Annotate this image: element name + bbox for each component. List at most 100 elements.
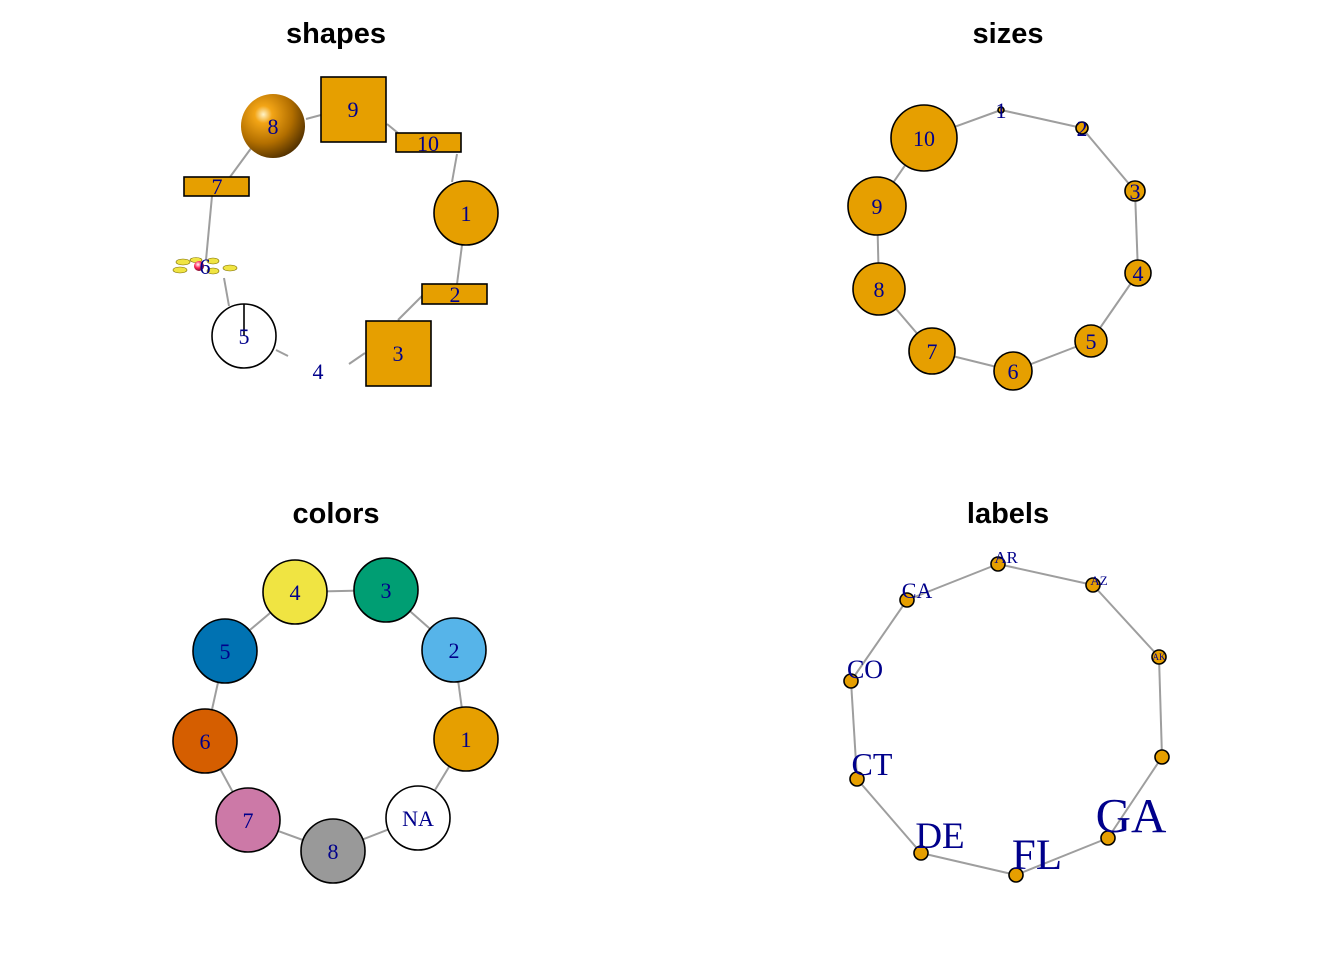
vertex-circle: [433, 180, 499, 246]
vertex-rectangle: [421, 283, 488, 305]
panel-title-shapes: shapes: [286, 18, 386, 50]
edge: [850, 680, 858, 780]
vertex-node: 5: [211, 303, 277, 369]
vertex-label: AZ: [1090, 573, 1107, 588]
vertex-circle: [990, 556, 1006, 572]
vertex-circle: [433, 706, 499, 772]
vertex-label: 3: [393, 341, 404, 366]
vertex-node: DE: [913, 816, 965, 861]
edge: [205, 195, 213, 261]
vertex-label: 3: [1130, 179, 1141, 204]
vertex-node: 4: [262, 559, 328, 625]
vertex-circle: [1085, 577, 1101, 593]
vertex-label: 6: [1008, 359, 1019, 384]
vertex-node: FL: [1008, 832, 1062, 883]
edge: [456, 244, 463, 285]
panel-title-sizes: sizes: [973, 18, 1044, 50]
edge: [386, 123, 399, 134]
star-petal: [206, 267, 220, 275]
vertex-node: CO: [843, 655, 883, 689]
vertex-circle: [899, 592, 915, 608]
edges: [850, 563, 1163, 876]
vertex-circle: [997, 106, 1005, 114]
vertex-node: AR: [990, 548, 1018, 572]
vertex-label: 9: [872, 194, 883, 219]
vertex-label: 9: [348, 97, 359, 122]
vertex-node: 10: [890, 104, 958, 172]
vertex-circle: [908, 327, 956, 375]
edge: [997, 563, 1094, 586]
panel-title-labels: labels: [967, 498, 1049, 530]
star-petal: [222, 264, 238, 272]
vertex-circle: [262, 559, 328, 625]
edge: [920, 852, 1017, 876]
edge: [348, 352, 366, 365]
vertex-node: AZ: [1085, 573, 1108, 593]
vertex-label: 10: [417, 131, 439, 156]
vertex-circle: [847, 176, 907, 236]
panel-colors: colors 1 2 3: [172, 498, 499, 884]
edges: [205, 114, 463, 365]
vertex-label: 4: [313, 359, 324, 384]
panel-shapes: shapes 1 2 3: [172, 18, 499, 387]
vertex-circle: [353, 557, 419, 623]
vertex-circle: [385, 785, 451, 851]
vertex-circle: [852, 262, 906, 316]
vertex-node: 5: [192, 618, 258, 684]
star-petal: [206, 257, 220, 265]
vertices: 1 2 3 4 5 6 7: [172, 557, 499, 884]
vertex-node: 7: [908, 327, 956, 375]
vertex-node: 8: [300, 818, 366, 884]
vertex-label: 1: [461, 727, 472, 752]
vertex-node: 8: [852, 262, 906, 316]
vertex-label: 1: [461, 201, 472, 226]
vertex-circle: [172, 708, 238, 774]
vertex-label: 2: [449, 638, 460, 663]
vertex-label: GA: [1096, 788, 1167, 843]
vertex-label: 8: [874, 277, 885, 302]
vertex-circle: [300, 818, 366, 884]
edge: [305, 114, 322, 120]
vertex-label: DE: [915, 816, 964, 857]
vertex-label: 7: [212, 174, 223, 199]
vertex-label: FL: [1012, 832, 1062, 879]
vertex-rectangle: [395, 132, 462, 153]
vertex-node: 2: [1075, 116, 1089, 141]
vertex-label: CA: [902, 578, 933, 603]
vertex-label: 3: [381, 578, 392, 603]
vertex-node: 3: [365, 320, 432, 387]
vertex-node: 10: [395, 131, 462, 156]
vertex-label: AR: [994, 548, 1018, 567]
edge: [1092, 584, 1160, 658]
panel-labels: labels AK AZ: [843, 498, 1170, 883]
vertex-circle: [913, 845, 929, 861]
vertex-circle: [1100, 830, 1116, 846]
vertex-label: CT: [852, 746, 893, 782]
vertex-circle: [1154, 749, 1170, 765]
vertex-label: 5: [239, 324, 250, 349]
vertex-label: AK: [1153, 652, 1166, 662]
vertex-node: 9: [847, 176, 907, 236]
vertex-label: 8: [268, 114, 279, 139]
vertex-label: 6: [200, 729, 211, 754]
vertex-label: CO: [847, 655, 883, 684]
vertex-circle: [421, 617, 487, 683]
edge: [1107, 756, 1163, 839]
vertex-node: 2: [421, 282, 488, 307]
star-center: [194, 261, 204, 271]
vertex-label: 7: [927, 339, 938, 364]
vertex-circle: [1008, 867, 1024, 883]
vertex-circle: [1124, 259, 1152, 287]
vertex-label: 10: [913, 126, 935, 151]
vertex-circle: [1151, 649, 1167, 665]
panel-sizes: sizes 1 2 3: [847, 18, 1152, 391]
vertex-circle: [843, 673, 859, 689]
vertex-node: CT: [849, 746, 893, 787]
vertex-node: 3: [353, 557, 419, 623]
edge: [856, 778, 922, 854]
vertex-node: 4: [1124, 259, 1152, 287]
vertex-circle: [215, 787, 281, 853]
vertex-node: [1154, 749, 1170, 765]
vertex-node: 1: [433, 180, 499, 246]
vertex-node: 8: [241, 94, 305, 158]
